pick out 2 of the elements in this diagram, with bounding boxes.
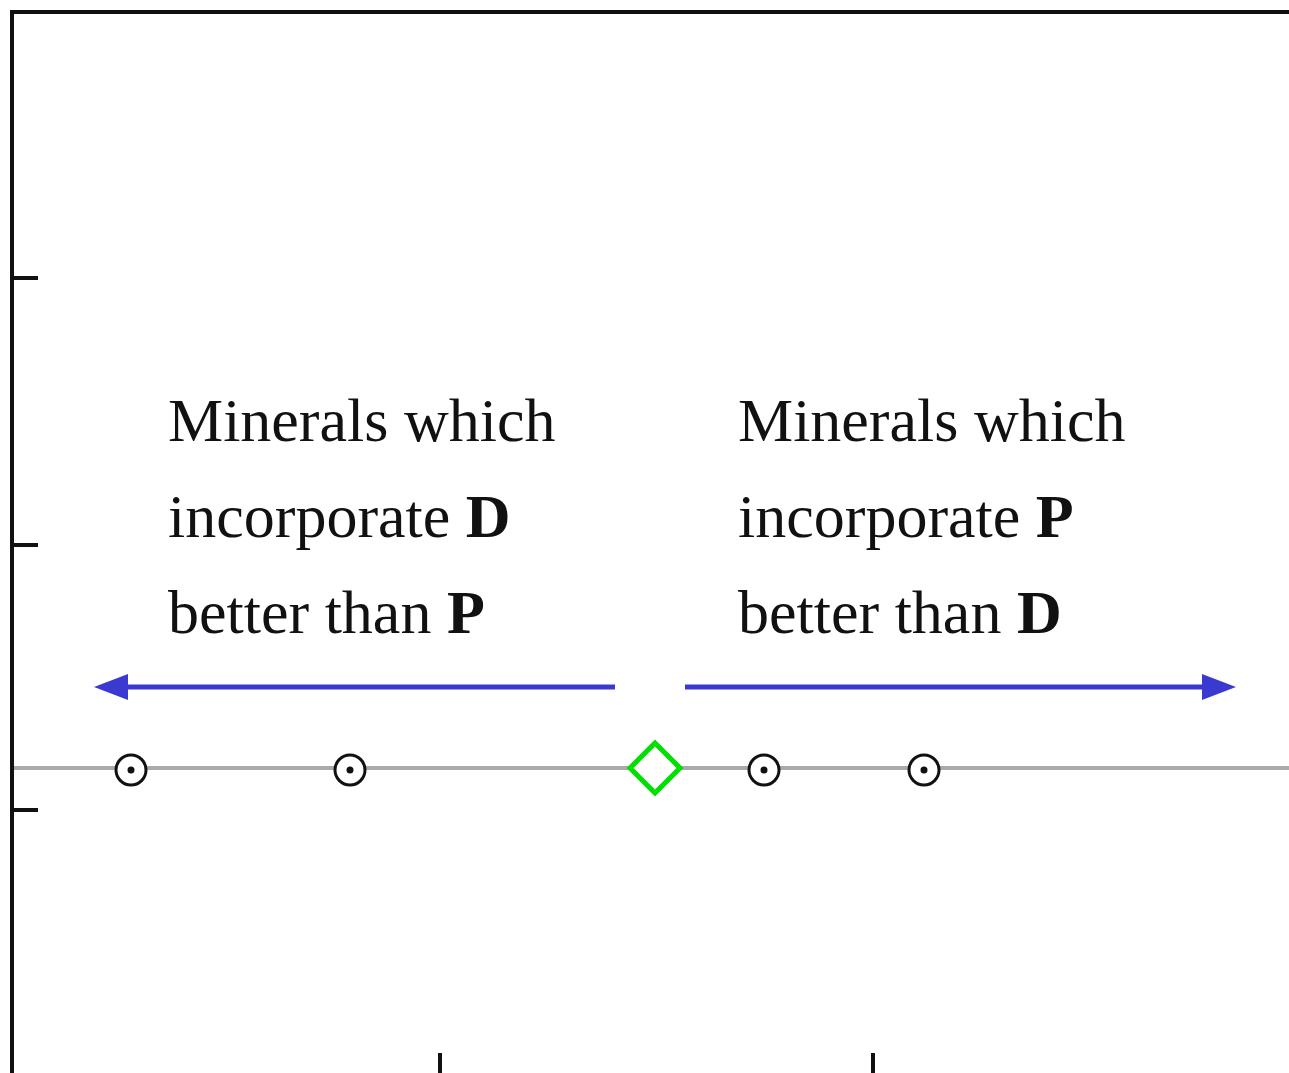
annotation-text: Minerals which incorporate D better than P bbox=[168, 385, 557, 648]
annotation-text: Minerals which incorporate P better than D bbox=[738, 385, 1127, 648]
